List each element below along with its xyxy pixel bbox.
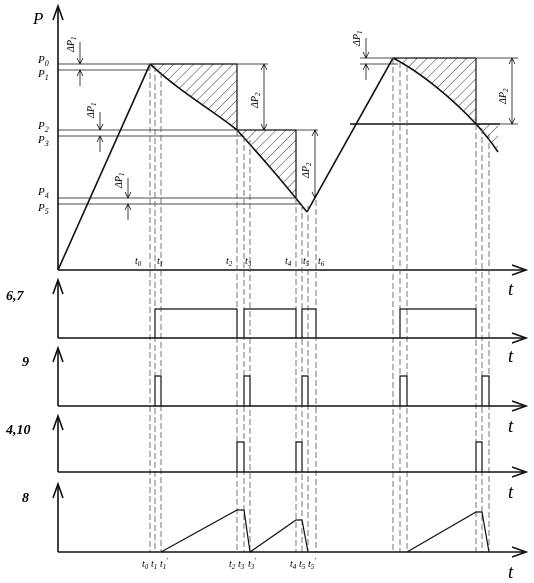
signal-67 [154, 308, 477, 338]
signal-4-10 [236, 441, 483, 472]
delta-p2-label-2: ΔP2 [301, 162, 313, 179]
p-axis-label: P [32, 9, 43, 28]
t5p-bottom: t5' [308, 557, 316, 571]
t4-top: t4 [285, 256, 292, 268]
t-axis-label-67: t [508, 346, 514, 367]
p1-label: P1 [37, 68, 49, 82]
t0-top: t0 [135, 256, 142, 268]
t3-top: t3 [245, 256, 252, 268]
t1-top: t1 [157, 256, 163, 268]
time-guides [149, 58, 490, 552]
p0-label: P0 [37, 54, 49, 68]
hatch-region-4 [476, 124, 498, 150]
t2-top: t2 [226, 256, 233, 268]
pressure-panel: P t P0 P1 [32, 3, 529, 300]
t-axis-label-9: t [508, 416, 514, 437]
delta-p1-label-mid: ΔP1 [86, 103, 98, 119]
pressure-decay-3 [392, 57, 499, 153]
t0-bottom: t0 [142, 559, 149, 571]
pressure-decay-2 [236, 129, 308, 213]
p5-label: P5 [37, 202, 49, 216]
p-level-labels: P0 P1 P2 P3 P4 P5 [37, 54, 49, 216]
row-6-7: 6,7 t [6, 277, 529, 367]
pressure-rise-1 [57, 63, 151, 271]
row-4-10: 4,10 t [5, 413, 529, 503]
delta-p1-label-low: ΔP1 [114, 173, 126, 189]
delta-p2-label-right: ΔP2 [498, 88, 510, 105]
delta-p2-label-1: ΔP2 [250, 92, 262, 109]
t-axis-label-top: t [508, 279, 514, 300]
row-9-label: 9 [22, 355, 29, 370]
p2-label: P2 [37, 120, 49, 134]
t-axis-arrow [511, 264, 529, 276]
time-labels-top: t0 t1 t2 t3 t4 t5 t6 [135, 256, 325, 268]
pressure-rise-2 [306, 57, 394, 213]
t-axis-label-8: t [508, 562, 514, 583]
row-8: 8 t [22, 481, 529, 583]
signal-9 [154, 375, 490, 406]
p4-label: P4 [37, 186, 49, 200]
delta-markers: ΔP1 ΔP1 ΔP1 ΔP2 ΔP2 [66, 31, 516, 220]
t5-bottom: t5 [299, 559, 306, 571]
p-axis-arrow [52, 3, 64, 21]
delta-p1-label-right: ΔP1 [352, 31, 364, 47]
p3-label: P3 [37, 134, 49, 148]
t2-bottom: t2 [229, 559, 236, 571]
t3p-bottom: t3' [248, 557, 256, 571]
t1-bottom: t1 [151, 559, 157, 571]
signal-8 [160, 509, 490, 553]
row-8-label: 8 [22, 491, 29, 506]
t5-top: t5 [303, 256, 310, 268]
time-labels-bottom: t0 t1 t1' t2 t3 t3' t4 t5 t5' [142, 557, 316, 571]
hatch-region-3 [393, 58, 476, 124]
t-axis-label-410: t [508, 482, 514, 503]
row-4-10-label: 4,10 [5, 423, 31, 438]
pressure-decay-1 [149, 63, 238, 131]
row-9: 9 t [22, 345, 529, 437]
row-6-7-label: 6,7 [6, 289, 25, 304]
t4-bottom: t4 [290, 559, 297, 571]
t1p-bottom: t1' [160, 557, 168, 571]
delta-p1-label-top: ΔP1 [66, 37, 78, 53]
t3-bottom: t3 [238, 559, 245, 571]
t6-top: t6 [318, 256, 325, 268]
